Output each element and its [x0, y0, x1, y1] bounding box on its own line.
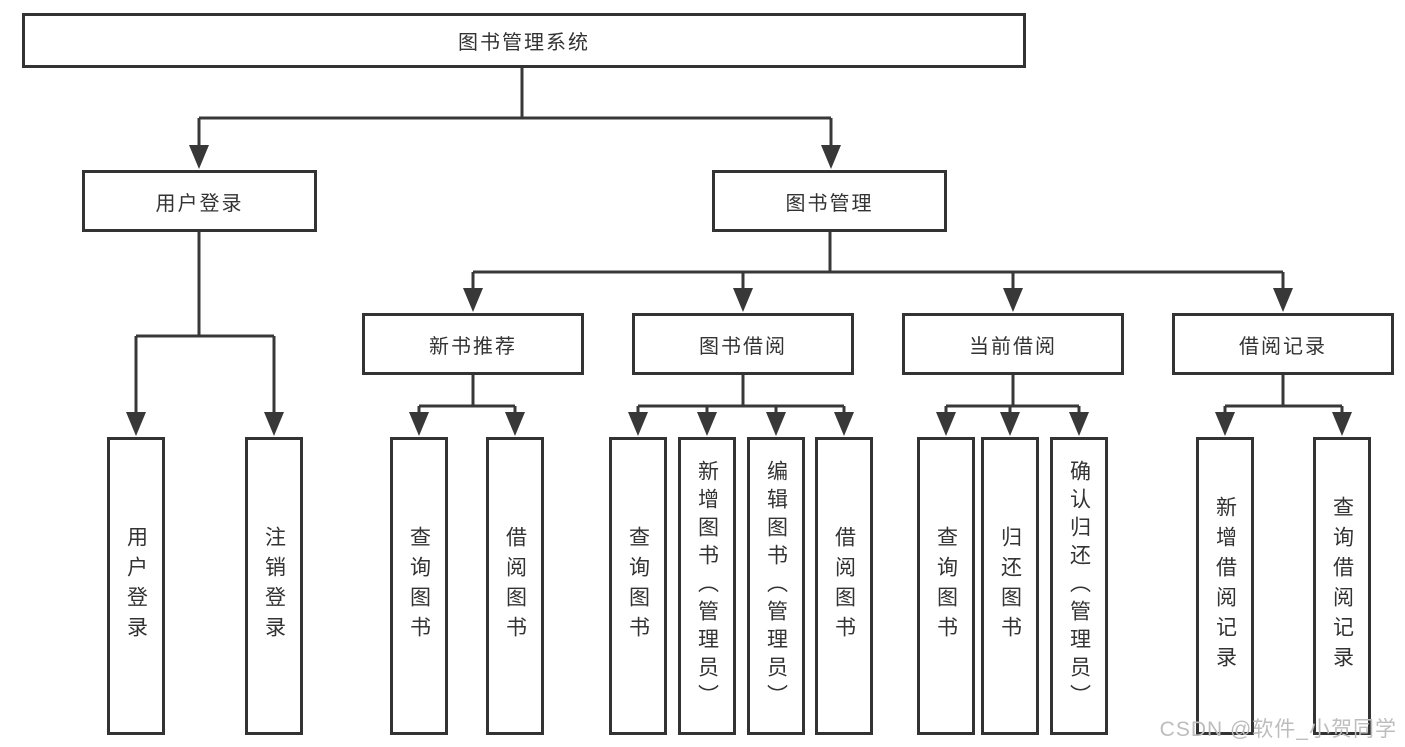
node-label: 用户登录 [155, 192, 244, 215]
node-leaf-user-login: 用户登录 [107, 437, 165, 735]
node-label: 图书管理 [785, 192, 874, 215]
node-leaf-query-borrow-record: 查询借阅记录 [1313, 437, 1371, 735]
node-label: 注销登录 [262, 526, 286, 646]
node-label: 查询图书 [407, 526, 431, 646]
node-leaf-add-borrow-record: 新增借阅记录 [1196, 437, 1254, 735]
node-label: 图书管理系统 [458, 32, 590, 54]
node-borrowing-records: 借阅记录 [1172, 313, 1394, 375]
node-label: 新书推荐 [429, 335, 517, 358]
node-label: 新增借阅记录 [1213, 496, 1237, 676]
node-book-borrowing: 图书借阅 [632, 313, 854, 375]
node-label: 查询借阅记录 [1330, 496, 1354, 676]
node-label: 查询图书 [626, 526, 650, 646]
node-user-login-branch: 用户登录 [82, 170, 317, 232]
node-leaf-borrow-books-1: 借阅图书 [486, 437, 544, 735]
node-label: 查询图书 [934, 526, 958, 646]
node-label: 图书借阅 [699, 335, 787, 358]
node-current-borrowing: 当前借阅 [902, 313, 1124, 375]
node-new-book-recommendation: 新书推荐 [362, 313, 584, 375]
node-label: 新增图书（管理员） [695, 460, 719, 712]
node-leaf-edit-books-admin: 编辑图书（管理员） [747, 437, 805, 735]
node-label: 借阅图书 [832, 526, 856, 646]
node-leaf-borrow-books-2: 借阅图书 [815, 437, 873, 735]
node-label: 用户登录 [124, 526, 148, 646]
node-leaf-query-books-3: 查询图书 [917, 437, 975, 735]
node-leaf-query-books-2: 查询图书 [609, 437, 667, 735]
node-leaf-return-books: 归还图书 [981, 437, 1039, 735]
node-label: 当前借阅 [969, 335, 1057, 358]
node-leaf-add-books-admin: 新增图书（管理员） [678, 437, 736, 735]
node-label: 借阅图书 [503, 526, 527, 646]
node-leaf-query-books-1: 查询图书 [390, 437, 448, 735]
csdn-watermark: CSDN @软件_小贺同学 [1159, 718, 1397, 741]
node-label: 借阅记录 [1239, 335, 1327, 358]
node-label: 编辑图书（管理员） [764, 460, 788, 712]
node-leaf-confirm-return-admin: 确认归还（管理员） [1050, 437, 1108, 735]
node-leaf-logout: 注销登录 [245, 437, 303, 735]
node-book-management-branch: 图书管理 [712, 170, 947, 232]
node-label: 确认归还（管理员） [1067, 460, 1091, 712]
node-library-management-system: 图书管理系统 [22, 13, 1026, 68]
node-label: 归还图书 [998, 526, 1022, 646]
